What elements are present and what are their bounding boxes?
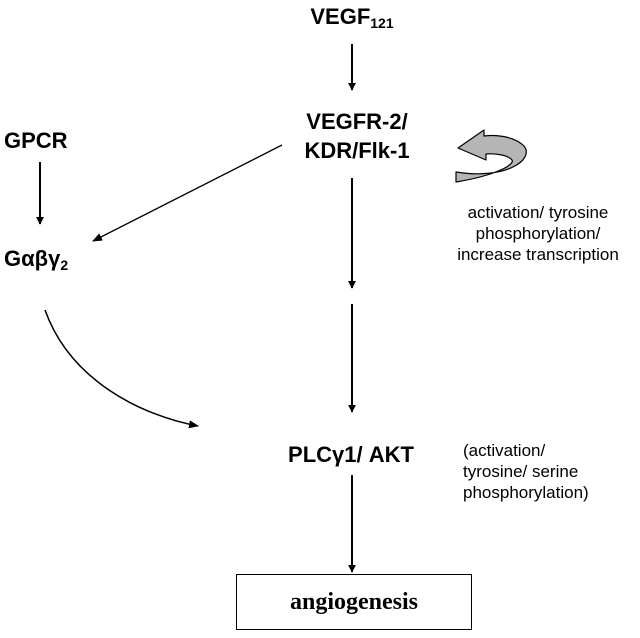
gpcr-node: GPCR	[4, 126, 68, 155]
g-protein-label: Gαβγ	[4, 246, 61, 271]
vegfr-line-2: KDR/Flk-1	[304, 138, 410, 163]
arrow-receptor-to-gprotein	[92, 144, 283, 242]
arrow-gprotein-to-plc	[44, 309, 199, 429]
plc-akt-node: PLCγ1/ AKT	[266, 440, 436, 469]
angiogenesis-box: angiogenesis	[236, 574, 472, 630]
receptor-effect-line-1: activation/ tyrosine	[467, 203, 609, 222]
plc-effect-line-1: (activation/	[463, 441, 546, 460]
receptor-effect-line-2: phosphorylation/	[475, 224, 601, 243]
plc-effect-line-3: phosphorylation)	[463, 483, 589, 502]
vegf-subscript: 121	[370, 15, 394, 31]
g-protein-subscript: 2	[60, 257, 69, 273]
feedback-curved-arrow-icon	[455, 129, 527, 183]
vegf-node: VEGF121	[304, 2, 400, 31]
vegfr-line-1: VEGFR-2/	[306, 109, 408, 134]
vegf-label: VEGF	[310, 4, 371, 29]
plc-effect-note: (activation/ tyrosine/ serine phosphoryl…	[463, 440, 589, 503]
gpcr-label: GPCR	[4, 128, 68, 153]
plc-akt-label: PLCγ1/ AKT	[288, 442, 414, 467]
plc-effect-line-2: tyrosine/ serine	[463, 462, 579, 481]
receptor-effect-line-3: increase transcription	[457, 245, 619, 264]
angiogenesis-label: angiogenesis	[289, 588, 418, 615]
receptor-effect-note: activation/ tyrosine phosphorylation/ in…	[436, 202, 640, 265]
vegfr-node: VEGFR-2/ KDR/Flk-1	[282, 107, 432, 165]
g-protein-node: Gαβγ2	[4, 244, 68, 273]
